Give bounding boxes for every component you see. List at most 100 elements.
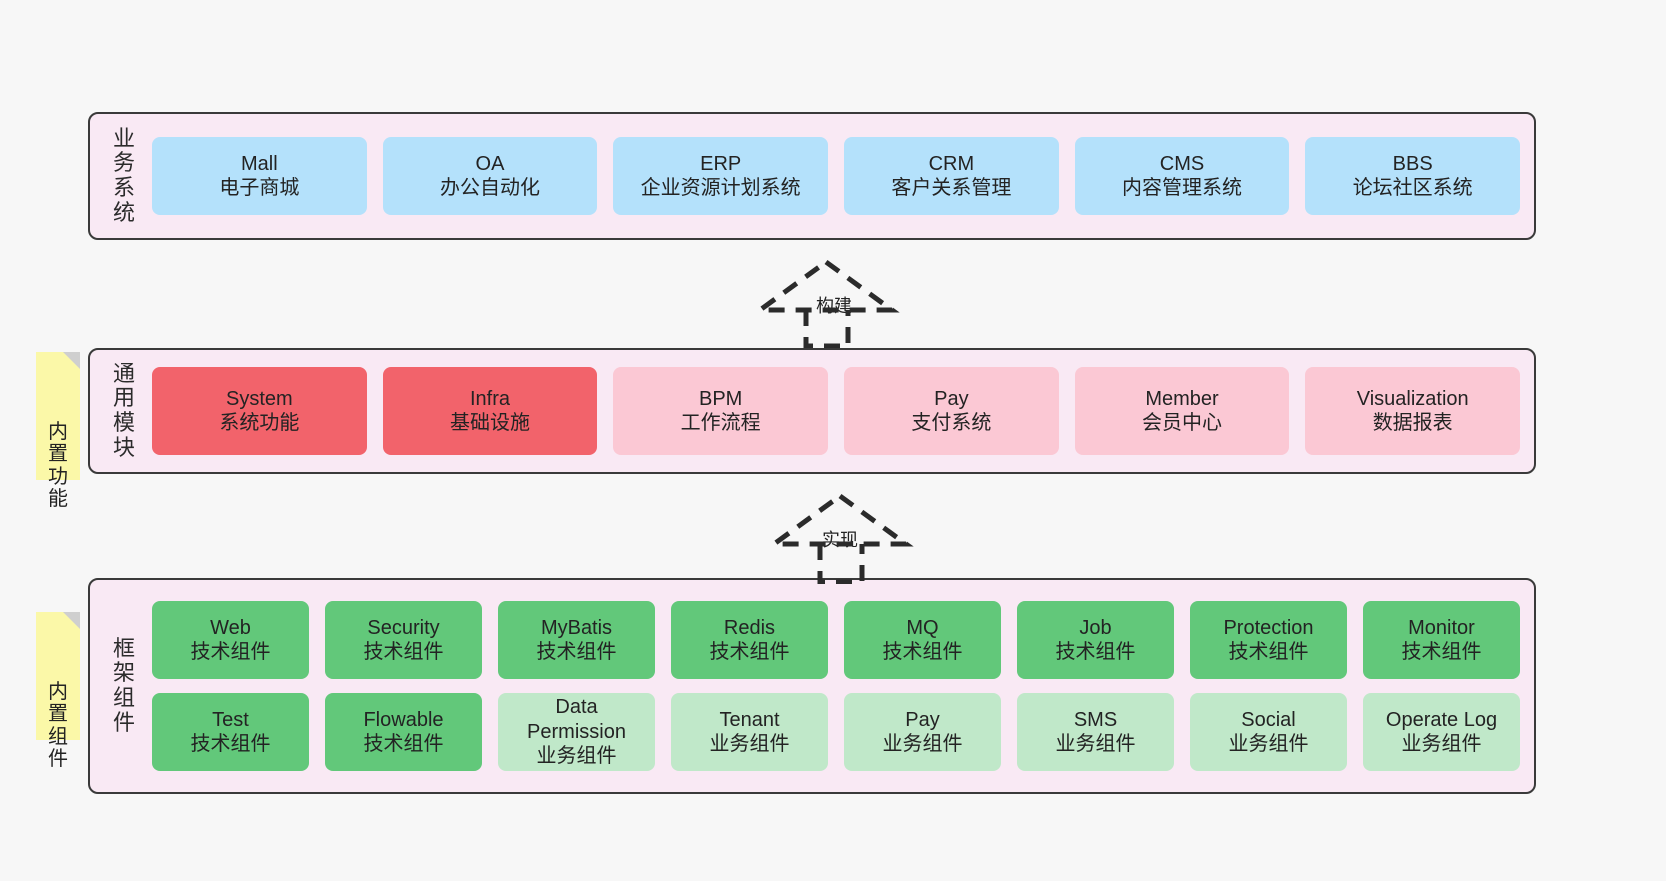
node-subtitle: 数据报表	[1372, 412, 1453, 434]
node-subtitle: 技术组件	[709, 641, 790, 663]
node-web[interactable]: Web 技术组件	[152, 601, 309, 679]
node-crm[interactable]: CRM 客户关系管理	[844, 137, 1059, 215]
note-builtin-component: 内 置 组 件	[36, 612, 80, 770]
node-title: Monitor	[1408, 616, 1475, 639]
node-subtitle: 业务组件	[1228, 733, 1309, 755]
node-title: Operate Log	[1385, 708, 1498, 731]
layer-common-module-label: 通 用 模 块	[112, 360, 135, 460]
layer-business-system-label: 业 务 系 统	[112, 125, 135, 225]
node-title: Flowable	[363, 708, 444, 731]
node-test[interactable]: Test 技术组件	[152, 693, 309, 771]
layer-common-module-body: System 系统功能 Infra 基础设施 BPM 工作流程 Pay 支付系统…	[148, 350, 1534, 472]
hollow-triangle-arrowhead-icon	[772, 492, 914, 547]
node-title: Protection	[1223, 616, 1314, 639]
node-monitor[interactable]: Monitor 技术组件	[1363, 601, 1520, 679]
node-subtitle: 业务组件	[882, 733, 963, 755]
dashed-stem-icon	[817, 544, 865, 584]
node-subtitle: 办公自动化	[440, 177, 540, 199]
node-title: MyBatis	[540, 616, 613, 639]
node-subtitle: 支付系统	[911, 412, 992, 434]
layer-framework-component-label: 框 架 组 件	[112, 635, 135, 735]
node-title: Pay	[934, 387, 969, 410]
node-bpm[interactable]: BPM 工作流程	[613, 367, 829, 455]
node-erp[interactable]: ERP 企业资源计划系统	[613, 137, 829, 215]
folded-corner-icon	[63, 612, 80, 629]
folded-corner-icon	[63, 352, 80, 369]
node-title: Mall	[241, 152, 278, 175]
node-title: BBS	[1392, 152, 1433, 175]
node-subtitle: 技术组件	[190, 733, 271, 755]
node-protection[interactable]: Protection 技术组件	[1190, 601, 1347, 679]
node-title: CRM	[928, 152, 975, 175]
hollow-triangle-arrowhead-icon	[758, 258, 900, 313]
layer-business-system-body: Mall 电子商城 OA 办公自动化 ERP 企业资源计划系统 CRM 客户关系…	[148, 114, 1534, 238]
node-subtitle: 工作流程	[680, 412, 761, 434]
node-subtitle: 电子商城	[219, 177, 300, 199]
node-row: System 系统功能 Infra 基础设施 BPM 工作流程 Pay 支付系统…	[152, 367, 1521, 455]
node-mq[interactable]: MQ 技术组件	[844, 601, 1001, 679]
node-mall[interactable]: Mall 电子商城	[152, 137, 367, 215]
node-social[interactable]: Social 业务组件	[1190, 693, 1347, 771]
node-subtitle: 系统功能	[219, 412, 300, 434]
node-member[interactable]: Member 会员中心	[1074, 367, 1290, 455]
node-title: BPM	[699, 387, 743, 410]
node-bbs[interactable]: BBS 论坛社区系统	[1305, 137, 1521, 215]
node-operate-log[interactable]: Operate Log 业务组件	[1363, 693, 1520, 771]
layer-framework-component-body: Web 技术组件 Security 技术组件 MyBatis 技术组件 Redi…	[148, 580, 1534, 792]
note-builtin-function: 内 置 功 能	[36, 352, 80, 510]
node-flowable[interactable]: Flowable 技术组件	[325, 693, 482, 771]
node-sms[interactable]: SMS 业务组件	[1017, 693, 1174, 771]
node-redis[interactable]: Redis 技术组件	[671, 601, 828, 679]
note-text: 内 置 功 能	[48, 420, 68, 510]
node-subtitle: 技术组件	[1401, 641, 1482, 663]
node-job[interactable]: Job 技术组件	[1017, 601, 1174, 679]
node-subtitle: 技术组件	[190, 641, 271, 663]
node-title: Social	[1241, 708, 1296, 731]
node-title: Pay	[905, 708, 940, 731]
node-oa[interactable]: OA 办公自动化	[382, 137, 598, 215]
node-title: ERP	[700, 152, 742, 175]
node-pay-component[interactable]: Pay 业务组件	[844, 693, 1001, 771]
node-subtitle: 内容管理系统	[1122, 177, 1243, 199]
node-infra[interactable]: Infra 基础设施	[382, 367, 598, 455]
node-title: Tenant	[719, 708, 780, 731]
node-subtitle: 会员中心	[1142, 412, 1223, 434]
node-title: Visualization	[1356, 387, 1469, 410]
node-title: Security	[367, 616, 440, 639]
node-row: Web 技术组件 Security 技术组件 MyBatis 技术组件 Redi…	[152, 601, 1520, 679]
node-tenant[interactable]: Tenant 业务组件	[671, 693, 828, 771]
dashed-stem-icon	[803, 310, 851, 348]
node-title: Job	[1079, 616, 1112, 639]
node-subtitle: 技术组件	[363, 733, 444, 755]
node-row: Test 技术组件 Flowable 技术组件 Data Permission …	[152, 693, 1520, 771]
node-title: OA	[475, 152, 505, 175]
node-subtitle: 基础设施	[450, 412, 530, 434]
node-subtitle: 技术组件	[536, 641, 617, 663]
layer-common-module: 通 用 模 块 System 系统功能 Infra 基础设施 BPM 工作流程 …	[88, 348, 1536, 474]
node-system[interactable]: System 系统功能	[152, 367, 367, 455]
node-subtitle: 技术组件	[1055, 641, 1136, 663]
node-subtitle: 业务组件	[709, 733, 790, 755]
node-title: Member	[1145, 387, 1219, 410]
node-title: Infra	[469, 387, 511, 410]
node-title: Web	[210, 616, 251, 639]
node-title: MQ	[906, 616, 939, 639]
node-subtitle: 技术组件	[363, 641, 444, 663]
node-subtitle: 客户关系管理	[891, 177, 1012, 199]
node-visualization[interactable]: Visualization 数据报表	[1305, 367, 1521, 455]
node-cms[interactable]: CMS 内容管理系统	[1074, 137, 1290, 215]
node-security[interactable]: Security 技术组件	[325, 601, 482, 679]
connector-implement-arrow	[772, 492, 914, 584]
note-text: 内 置 组 件	[48, 680, 68, 770]
node-row: Mall 电子商城 OA 办公自动化 ERP 企业资源计划系统 CRM 客户关系…	[152, 137, 1521, 215]
node-subtitle: 技术组件	[1228, 641, 1309, 663]
node-title: Redis	[723, 616, 776, 639]
node-pay-module[interactable]: Pay 支付系统	[844, 367, 1059, 455]
connector-build-arrow	[758, 258, 900, 348]
node-title: System	[225, 387, 293, 410]
node-data-permission[interactable]: Data Permission 业务组件	[498, 693, 655, 771]
node-mybatis[interactable]: MyBatis 技术组件	[498, 601, 655, 679]
node-subtitle: 业务组件	[536, 745, 617, 768]
node-subtitle: 业务组件	[1055, 733, 1136, 755]
